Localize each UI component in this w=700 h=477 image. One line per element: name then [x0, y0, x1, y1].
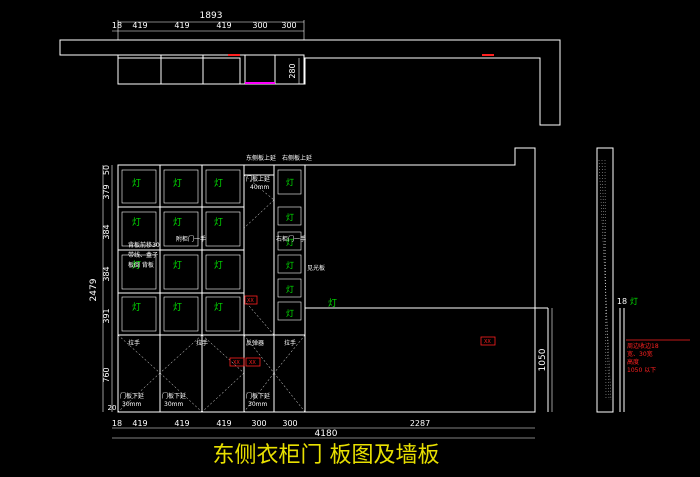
left-dim-7: 20: [108, 404, 117, 412]
lamp-14: 灯: [286, 212, 294, 222]
note-east-top: 东侧板上延: [246, 154, 276, 162]
note-light-panel: 见光板: [307, 264, 325, 272]
lamp-11: 灯: [173, 302, 182, 313]
lamp-8: 灯: [173, 260, 182, 271]
note-side-door: 右柜门一手: [276, 235, 306, 243]
red-tag-1: XX: [247, 298, 254, 304]
note-door-top: 门板上延: [246, 175, 270, 183]
lamp-15: 灯: [286, 237, 294, 247]
top-view-outline: [59, 39, 561, 126]
bottom-dim-5: 300: [251, 419, 266, 428]
left-dim-6: 760: [102, 367, 111, 382]
note-door-bottom-size-2: 30mm: [164, 401, 183, 408]
lamp-12: 灯: [214, 302, 223, 313]
lamp-6: 灯: [214, 217, 223, 228]
side-view-lamp: 灯: [630, 296, 638, 306]
drawing-title: 东侧衣柜门 板图及墙板: [213, 443, 440, 468]
lamp-17: 灯: [286, 284, 294, 294]
left-dim-1: 50: [102, 165, 111, 175]
lamp-3: 灯: [214, 178, 223, 189]
lamp-5: 灯: [173, 217, 182, 228]
note-reverse-hinge: 反弹器: [246, 339, 264, 347]
side-note-1: 周边收边18: [627, 342, 659, 350]
note-back-3: 板闽 背板: [128, 261, 154, 269]
side-view: 18 灯 周边收边18 宽、30宽 高度 1050 以下: [596, 147, 690, 413]
bottom-dim-2: 419: [132, 419, 147, 428]
note-handle-1: 拉手: [128, 339, 140, 347]
lower-cabinet: [117, 334, 306, 413]
top-dim-6: 300: [281, 21, 296, 30]
left-dim-5: 391: [102, 308, 111, 323]
note-door-top-size: 40mm: [250, 184, 269, 191]
bottom-dim-3: 419: [174, 419, 189, 428]
note-back-2: 带线、盒子: [128, 251, 158, 259]
note-west-top: 右侧板上延: [282, 154, 312, 162]
bottom-dim-4: 419: [216, 419, 231, 428]
top-dim-5: 300: [252, 21, 267, 30]
red-tag-3: XX: [249, 360, 256, 366]
overall-width-dim: 4180: [315, 429, 338, 439]
lamp-7: 灯: [132, 260, 141, 271]
left-dim-2: 379: [102, 184, 111, 199]
note-door-bottom-size-1: 30mm: [122, 401, 141, 408]
bottom-dim-7: 2287: [410, 419, 430, 428]
front-elevation: 灯 灯 灯 灯 灯 灯 灯 灯 灯 灯 灯 灯 灯 灯 灯 灯 灯 灯 灯 东侧…: [89, 147, 553, 439]
side-note-2: 宽、30宽: [627, 350, 653, 358]
left-dim-3: 384: [102, 224, 111, 239]
bottom-dim-6: 300: [282, 419, 297, 428]
top-dim-1: 18: [112, 21, 122, 30]
lamp-16: 灯: [286, 260, 294, 270]
lamp-19: 灯: [328, 298, 337, 309]
right-height-dim: 1050: [538, 348, 548, 371]
note-door-bottom-size-3: 30mm: [248, 401, 267, 408]
lamp-10: 灯: [132, 302, 141, 313]
note-wall-door: 附柜门一手: [176, 235, 206, 243]
note-handle-2: 拉手: [196, 339, 208, 347]
note-door-bottom-2: 门板下延: [162, 392, 186, 400]
note-door-bottom-1: 门板下延: [120, 392, 144, 400]
note-back-1: 背板前移30: [128, 241, 160, 249]
bottom-dim-1: 18: [112, 419, 122, 428]
lamp-9: 灯: [214, 260, 223, 271]
note-handle-3: 拉手: [284, 339, 296, 347]
lamp-4: 灯: [132, 217, 141, 228]
top-view-cabinets: [117, 54, 305, 85]
top-dim-3: 419: [174, 21, 189, 30]
side-view-width: 18: [617, 297, 627, 306]
top-dim-2: 419: [132, 21, 147, 30]
lamp-2: 灯: [173, 178, 182, 189]
side-note-3: 高度: [627, 358, 639, 366]
lamp-labels: 灯 灯 灯 灯 灯 灯 灯 灯 灯 灯 灯 灯 灯 灯 灯 灯 灯 灯 灯: [132, 177, 337, 318]
lamp-13: 灯: [286, 177, 294, 187]
top-depth-dim: 280: [288, 63, 297, 78]
lamp-1: 灯: [132, 178, 141, 189]
top-overall-dim: 1893: [200, 11, 223, 21]
lamp-18: 灯: [286, 308, 294, 318]
overall-height-dim: 2479: [89, 278, 99, 301]
note-door-bottom-3: 门板下延: [246, 392, 270, 400]
red-tag-2: XX: [233, 360, 240, 366]
side-note-4: 1050 以下: [627, 367, 656, 374]
left-dim-4: 384: [102, 266, 111, 281]
top-dim-4: 419: [216, 21, 231, 30]
red-tag-4: XX: [484, 339, 491, 345]
top-view: 1893 18 419 419 419 300 300 280: [59, 11, 561, 126]
